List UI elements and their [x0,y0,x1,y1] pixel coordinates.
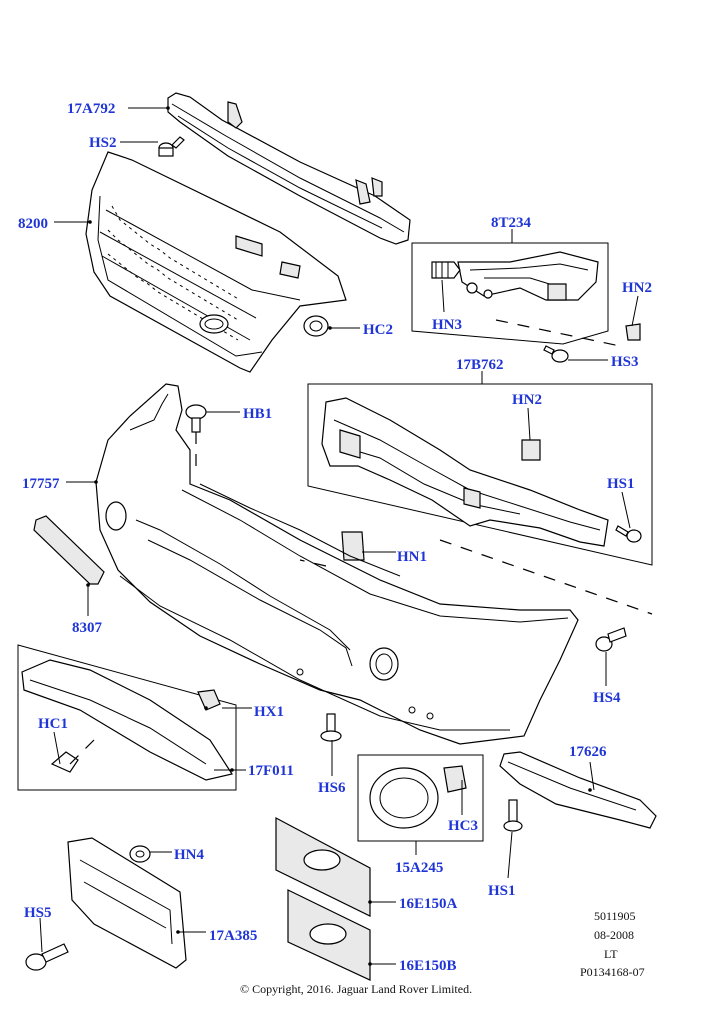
callout-17F011: 17F011 [248,763,294,779]
part-HC1-clip [50,751,79,773]
callout-HN3: HN3 [432,317,462,333]
callout-HS6: HS6 [318,780,346,796]
group-box-8T234 [411,242,609,345]
group-box-17F011 [17,644,237,791]
callout-HX1: HX1 [254,704,284,720]
copyright-text: © Copyright, 2016. Jaguar Land Rover Lim… [240,982,472,996]
callout-HS3: HS3 [611,354,639,370]
part-HS3-bolt [543,345,569,363]
callout-HS2: HS2 [89,135,117,151]
callout-HN2-top: HN2 [622,280,652,296]
callout-HC1: HC1 [38,716,68,732]
info-side: LT [604,947,618,961]
part-HS2-bolt [158,136,185,157]
part-16E150A-plate [275,817,371,917]
part-15A245-bezel [369,765,467,829]
callout-HN2-mid: HN2 [512,392,542,408]
part-HS6-screw [320,713,342,742]
callout-labels: 17A792 HS2 8200 8T234 HN2 HN3 HC2 HS3 17… [18,101,652,974]
assembly-lines [69,319,653,765]
callout-8307: 8307 [72,620,103,636]
callout-HS5: HS5 [24,905,52,921]
part-HN2-nut-top [625,323,641,341]
callout-17A385: 17A385 [209,928,257,944]
callout-HN1: HN1 [397,549,427,565]
part-17626-trim [499,751,657,829]
callout-HS1-bottom: HS1 [488,883,516,899]
part-HC2-clip [303,315,329,337]
callout-8200: 8200 [18,216,48,232]
part-HX1-clip [197,689,221,711]
callout-17B762: 17B762 [456,357,504,373]
part-16E150B-plate [287,889,371,981]
part-HS5-bolt [25,943,69,971]
part-HB1-bolt [185,404,207,433]
part-8307-strip [33,515,105,585]
callout-HS1-right: HS1 [607,476,635,492]
part-17A792-support-bar [167,92,411,245]
info-date: 08-2008 [594,928,634,942]
part-HS1-bolt-right [615,525,642,543]
part-17757-bumper [95,383,579,745]
callout-HN4: HN4 [174,847,205,863]
callout-16E150A: 16E150A [399,896,458,912]
part-HS1-screw-bottom [503,799,523,832]
part-HS4-bolt [595,627,627,652]
callout-HC2: HC2 [363,322,393,338]
callout-HS4: HS4 [593,690,621,706]
info-block: 5011905 08-2008 LT P0134168-07 [580,909,645,979]
part-HN3-stud [431,261,461,279]
callout-17626: 17626 [569,744,607,760]
part-HN1-clip [341,531,365,561]
part-17F011-trim [21,659,233,781]
part-HN4-nut [129,845,151,863]
callout-15A245: 15A245 [395,860,443,876]
part-HN2-nut-mid [521,439,541,461]
callout-8T234: 8T234 [491,215,532,231]
info-ref: P0134168-07 [580,965,645,979]
callout-17757: 17757 [22,476,60,492]
part-8T234-bracket [457,251,599,301]
leader-dots [86,106,592,966]
group-box-17B762 [307,383,653,566]
callout-17A792: 17A792 [67,101,115,117]
info-code: 5011905 [594,909,636,923]
part-17A385-bracket [67,837,187,969]
callout-HC3: HC3 [448,818,478,834]
part-8200-grille [85,151,347,373]
callout-HB1: HB1 [243,406,272,422]
part-17B762-beam [321,397,609,547]
callout-16E150B: 16E150B [399,958,457,974]
leader-lines [39,107,639,965]
group-box-15A245 [357,754,484,842]
